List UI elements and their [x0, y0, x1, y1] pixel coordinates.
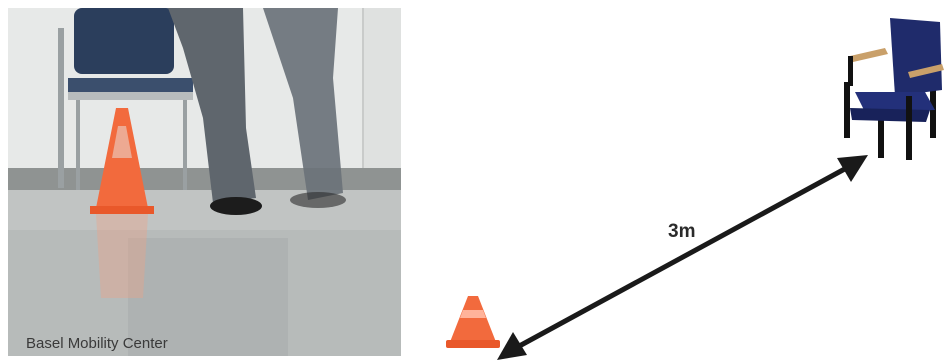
distance-label: 3m: [668, 221, 695, 243]
chair-icon: [844, 18, 944, 160]
distance-arrow: [497, 155, 868, 360]
traffic-cone-icon: [446, 296, 500, 348]
